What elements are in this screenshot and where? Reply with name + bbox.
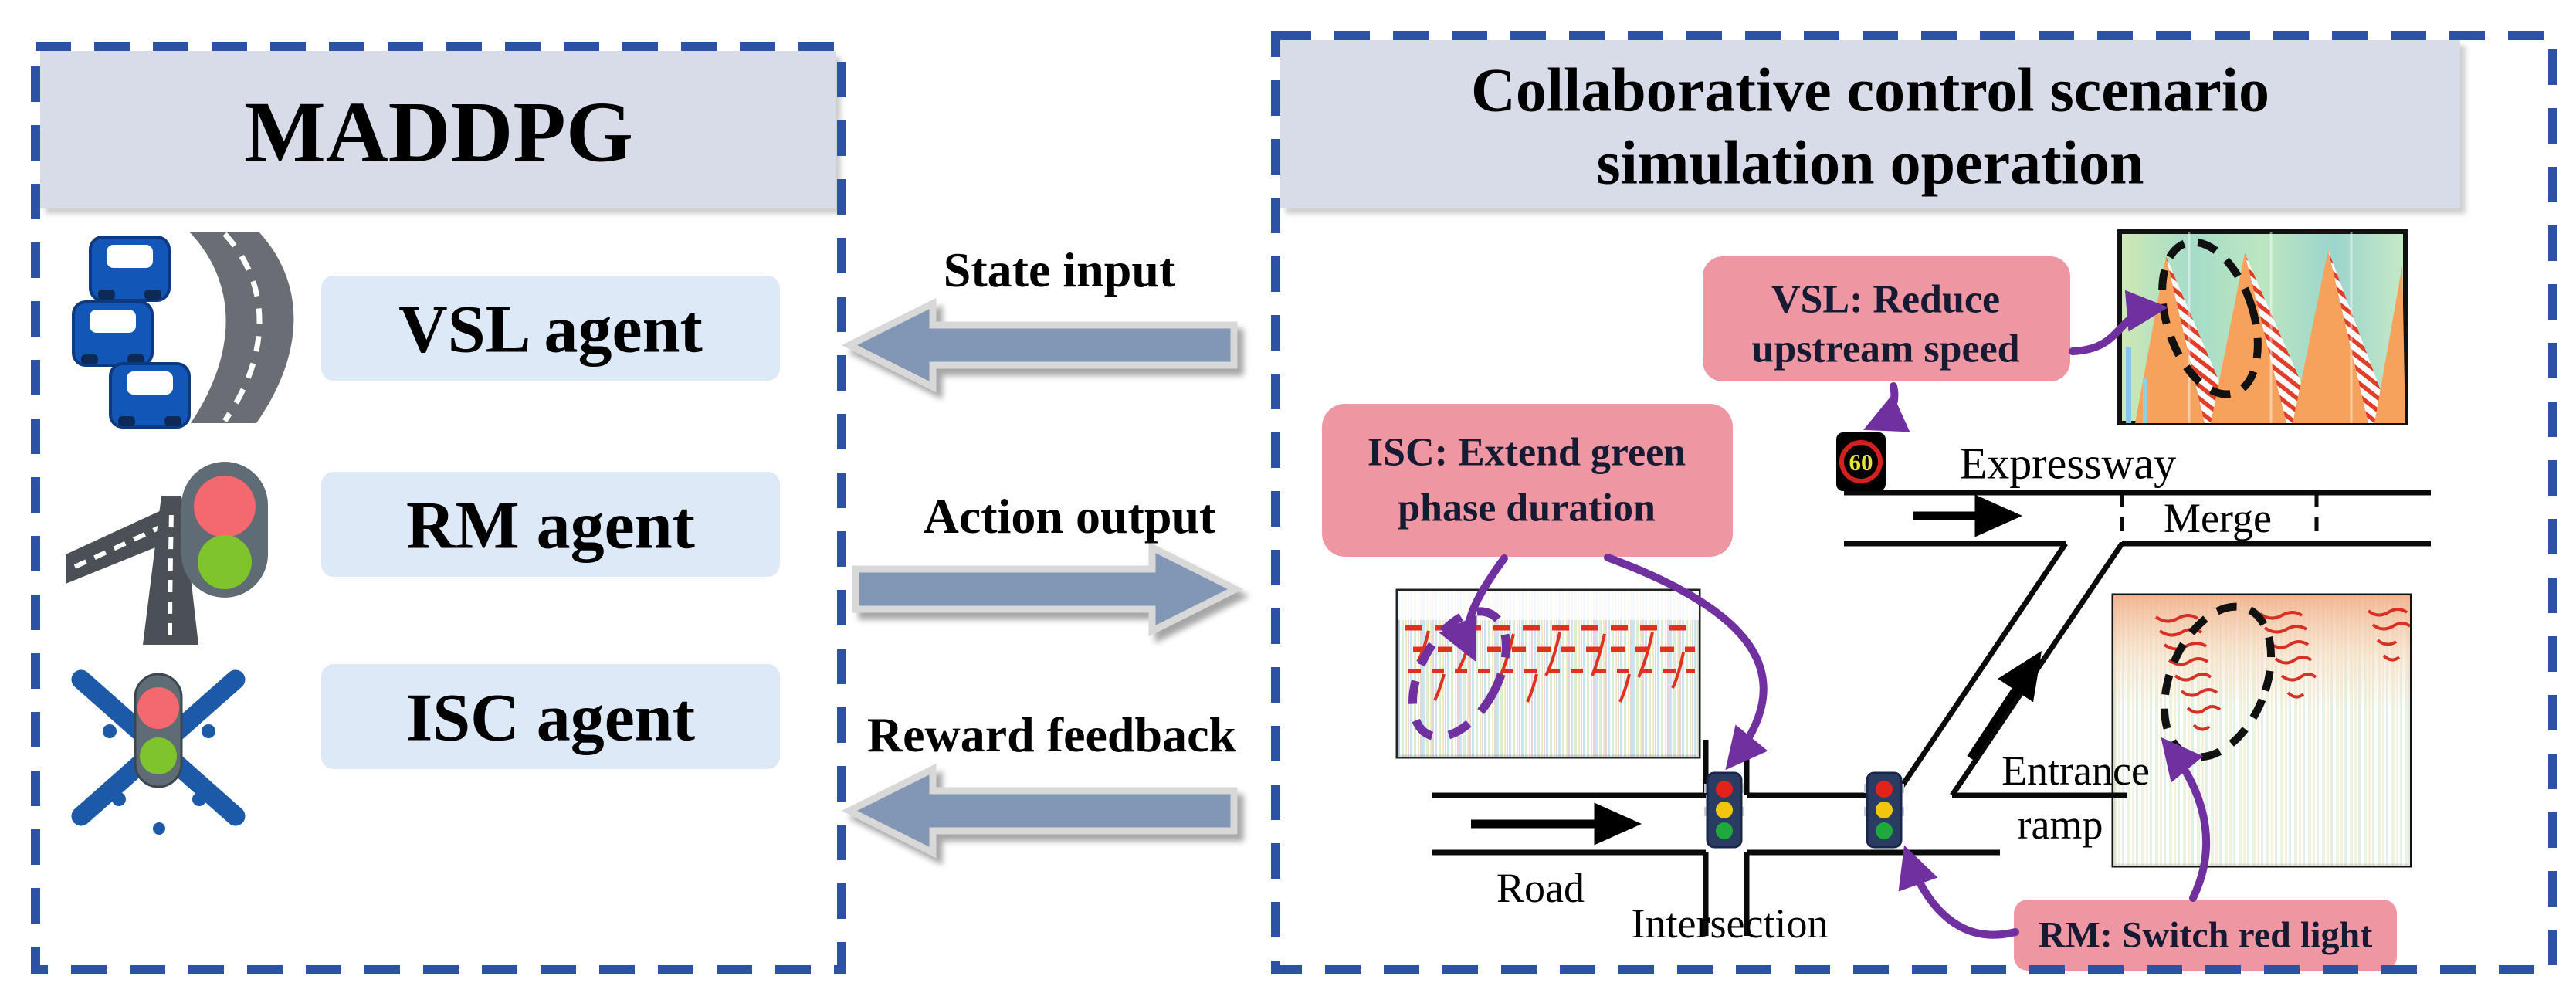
speed-limit-sign-icon bbox=[1836, 432, 1886, 491]
ramp-traffic-light-icon bbox=[1864, 771, 1904, 849]
isc-heatmap-image bbox=[1395, 588, 1701, 759]
vsl-to-heatmap-arrow bbox=[2069, 290, 2168, 355]
entrance-label: Entrance bbox=[2001, 747, 2150, 794]
scenario-title-line2: simulation operation bbox=[1596, 129, 2144, 198]
rm-to-heatmap-arrow bbox=[2161, 737, 2211, 902]
isc-callout-line2: phase duration bbox=[1398, 486, 1656, 530]
intersection-traffic-light-icon bbox=[1704, 771, 1744, 849]
action-output-arrow bbox=[852, 541, 1244, 637]
isc-to-heatmap-arrow bbox=[1439, 554, 1508, 662]
rm-annotation-ellipse bbox=[2160, 602, 2276, 761]
state-input-arrow bbox=[841, 297, 1238, 393]
vsl-heatmap-image bbox=[2117, 229, 2408, 425]
expressway-label: Expressway bbox=[1959, 438, 2177, 489]
traffic-jam-icon bbox=[72, 232, 294, 429]
state-input-label: State input bbox=[943, 242, 1176, 297]
speed-sign-value: 60 bbox=[1849, 449, 1873, 476]
intersection-signal-icon bbox=[71, 669, 246, 835]
isc-agent-label: ISC agent bbox=[405, 680, 696, 756]
vsl-callout-box bbox=[1703, 256, 2070, 381]
vsl-agent-label: VSL agent bbox=[398, 292, 703, 368]
maddpg-title: MADDPG bbox=[244, 84, 633, 181]
isc-to-intersection-arrow bbox=[1604, 554, 1768, 771]
scenario-title-line1: Collaborative control scenario bbox=[1471, 56, 2269, 125]
maddpg-panel-border bbox=[31, 42, 846, 974]
maddpg-header bbox=[40, 51, 836, 208]
rm-agent-label: RM agent bbox=[406, 488, 695, 564]
road-label: Road bbox=[1496, 865, 1585, 911]
ramp-signal-icon bbox=[66, 462, 268, 645]
vsl-callout-line1: VSL: Reduce bbox=[1771, 277, 2001, 322]
vsl-callout-line2: upstream speed bbox=[1751, 327, 2020, 371]
ramp-flow-arrow bbox=[1967, 650, 2042, 761]
expressway-road bbox=[1844, 490, 2431, 547]
reward-feedback-label: Reward feedback bbox=[866, 707, 1237, 762]
isc-agent-box bbox=[321, 664, 780, 769]
rm-to-ramp-light-arrow bbox=[1898, 845, 2019, 939]
reward-feedback-arrow bbox=[841, 763, 1238, 859]
merge-label: Merge bbox=[2164, 495, 2272, 541]
isc-callout-box bbox=[1322, 404, 1733, 557]
ramp-label: ramp bbox=[2017, 802, 2103, 848]
action-output-label: Action output bbox=[923, 489, 1216, 544]
vsl-annotation-ellipse bbox=[2158, 238, 2262, 398]
isc-callout-line1: ISC: Extend green bbox=[1367, 430, 1686, 475]
scenario-panel-border bbox=[1271, 31, 2557, 974]
scenario-header bbox=[1280, 40, 2460, 208]
rm-callout-box bbox=[2014, 900, 2397, 971]
vsl-to-sign-arrow bbox=[1863, 382, 1910, 432]
intersection-label: Intersection bbox=[1631, 900, 1829, 947]
rm-callout-label: RM: Switch red light bbox=[2038, 914, 2373, 956]
rm-agent-box bbox=[321, 472, 780, 577]
merge-zone-dashes bbox=[2120, 493, 2319, 544]
isc-annotation-ellipse bbox=[1408, 607, 1510, 741]
rm-heatmap-image bbox=[2111, 593, 2412, 868]
vsl-agent-box bbox=[321, 276, 780, 381]
